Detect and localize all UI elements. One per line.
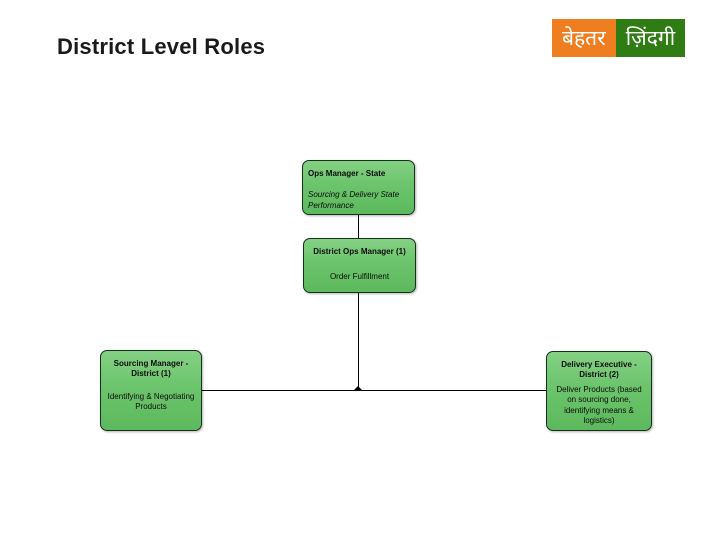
- org-node-title: District Ops Manager (1): [313, 247, 406, 256]
- org-node-subtitle: Sourcing & Delivery State Performance: [308, 190, 400, 210]
- connector-state-to-district-ops: [358, 215, 359, 238]
- behtar-zindagi-logo: बेहतर ज़िंदगी: [552, 19, 686, 57]
- page-title: District Level Roles: [57, 34, 266, 59]
- org-node-ops-manager-state: Ops Manager - State Sourcing & Delivery …: [302, 160, 415, 215]
- org-node-title: Ops Manager - State: [308, 169, 386, 178]
- connector-district-ops-to-branch: [358, 293, 359, 390]
- org-node-subtitle: Identifying & Negotiating Products: [107, 391, 195, 412]
- org-node-delivery-executive-district: Delivery Executive - District (2) Delive…: [546, 351, 652, 431]
- org-node-title: Sourcing Manager - District (1): [113, 359, 189, 379]
- org-node-subtitle: Deliver Products (based on sourcing done…: [556, 384, 642, 425]
- org-node-subtitle: Order Fulfillment: [329, 272, 390, 282]
- org-node-title: Delivery Executive - District (2): [561, 360, 637, 380]
- org-node-sourcing-manager-district: Sourcing Manager - District (1) Identify…: [100, 350, 202, 431]
- connector-branch-horizontal: [202, 390, 546, 391]
- connector-junction-arrow: [354, 386, 362, 390]
- logo-left-block: बेहतर: [552, 19, 616, 57]
- logo-right-block: ज़िंदगी: [615, 19, 686, 57]
- org-node-district-ops-manager: District Ops Manager (1) Order Fulfillme…: [303, 238, 416, 293]
